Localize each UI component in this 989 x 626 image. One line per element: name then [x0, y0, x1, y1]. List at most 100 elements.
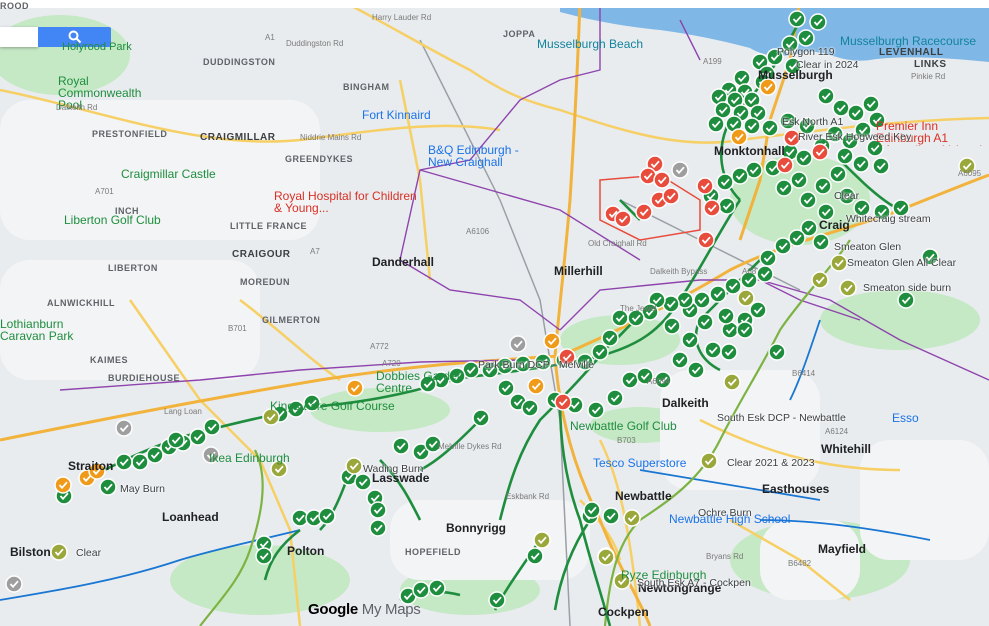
- map-marker-lime[interactable]: [613, 572, 631, 590]
- map-marker-green[interactable]: [740, 271, 758, 289]
- map-marker-green[interactable]: [131, 453, 149, 471]
- map-marker-green[interactable]: [847, 104, 865, 122]
- map-marker-green[interactable]: [576, 353, 594, 371]
- map-marker-green[interactable]: [720, 343, 738, 361]
- map-marker-lime[interactable]: [723, 373, 741, 391]
- map-marker-green[interactable]: [611, 309, 629, 327]
- map-marker-orange[interactable]: [88, 462, 106, 480]
- map-marker-red[interactable]: [697, 231, 715, 249]
- map-marker-green[interactable]: [601, 329, 619, 347]
- map-marker-red[interactable]: [703, 199, 721, 217]
- map-marker-red[interactable]: [554, 393, 572, 411]
- map-marker-grey[interactable]: [509, 335, 527, 353]
- map-marker-green[interactable]: [488, 591, 506, 609]
- map-marker-green[interactable]: [829, 165, 847, 183]
- map-marker-green[interactable]: [766, 48, 784, 66]
- map-marker-red[interactable]: [696, 177, 714, 195]
- map-marker-grey[interactable]: [671, 161, 689, 179]
- map-marker-lime[interactable]: [345, 457, 363, 475]
- map-marker-green[interactable]: [897, 291, 915, 309]
- map-marker-red[interactable]: [811, 143, 829, 161]
- map-marker-green[interactable]: [627, 309, 645, 327]
- map-marker-green[interactable]: [707, 115, 725, 133]
- map-marker-green[interactable]: [514, 355, 532, 373]
- map-marker-lime[interactable]: [811, 271, 829, 289]
- map-marker-green[interactable]: [781, 35, 799, 53]
- map-marker-green[interactable]: [872, 157, 890, 175]
- map-marker-green[interactable]: [521, 399, 539, 417]
- map-marker-red[interactable]: [614, 210, 632, 228]
- map-marker-green[interactable]: [797, 29, 815, 47]
- map-marker-green[interactable]: [693, 291, 711, 309]
- map-marker-grey[interactable]: [115, 419, 133, 437]
- map-marker-green[interactable]: [526, 547, 544, 565]
- map-marker-green[interactable]: [759, 249, 777, 267]
- map-marker-green[interactable]: [814, 177, 832, 195]
- map-marker-green[interactable]: [696, 313, 714, 331]
- map-marker-green[interactable]: [836, 147, 854, 165]
- map-marker-green[interactable]: [428, 579, 446, 597]
- map-marker-green[interactable]: [115, 453, 133, 471]
- map-marker-red[interactable]: [653, 171, 671, 189]
- map-marker-red[interactable]: [635, 203, 653, 221]
- map-marker-lime[interactable]: [839, 279, 857, 297]
- map-marker-green[interactable]: [724, 277, 742, 295]
- map-marker-green[interactable]: [854, 121, 872, 139]
- map-marker-green[interactable]: [203, 418, 221, 436]
- map-marker-green[interactable]: [736, 321, 754, 339]
- map-marker-orange[interactable]: [730, 128, 748, 146]
- map-marker-lime[interactable]: [737, 289, 755, 307]
- map-marker-green[interactable]: [756, 265, 774, 283]
- map-marker-green[interactable]: [167, 431, 185, 449]
- map-marker-green[interactable]: [497, 379, 515, 397]
- map-marker-green[interactable]: [419, 375, 437, 393]
- map-marker-green[interactable]: [749, 301, 767, 319]
- map-marker-green[interactable]: [798, 117, 816, 135]
- map-marker-orange[interactable]: [54, 476, 72, 494]
- map-marker-lime[interactable]: [700, 452, 718, 470]
- map-marker-green[interactable]: [852, 155, 870, 173]
- map-marker-green[interactable]: [399, 587, 417, 605]
- map-marker-green[interactable]: [784, 57, 802, 75]
- map-marker-green[interactable]: [733, 69, 751, 87]
- map-marker-green[interactable]: [676, 291, 694, 309]
- map-marker-green[interactable]: [318, 507, 336, 525]
- map-marker-green[interactable]: [354, 473, 372, 491]
- map-marker-green[interactable]: [534, 353, 552, 371]
- map-marker-orange[interactable]: [543, 332, 561, 350]
- map-marker-green[interactable]: [853, 199, 871, 217]
- map-marker-green[interactable]: [591, 343, 609, 361]
- map-marker-green[interactable]: [714, 101, 732, 119]
- map-marker-green[interactable]: [587, 401, 605, 419]
- map-marker-green[interactable]: [775, 179, 793, 197]
- map-marker-green[interactable]: [717, 307, 735, 325]
- map-marker-red[interactable]: [662, 187, 680, 205]
- map-marker-green[interactable]: [369, 501, 387, 519]
- map-marker-green[interactable]: [681, 331, 699, 349]
- map-marker-green[interactable]: [731, 167, 749, 185]
- map-marker-red[interactable]: [783, 129, 801, 147]
- map-marker-green[interactable]: [146, 446, 164, 464]
- map-marker-lime[interactable]: [262, 408, 280, 426]
- map-marker-green[interactable]: [718, 197, 736, 215]
- map-marker-grey[interactable]: [5, 575, 23, 593]
- map-marker-green[interactable]: [892, 199, 910, 217]
- map-marker-green[interactable]: [606, 389, 624, 407]
- map-marker-green[interactable]: [779, 112, 797, 130]
- map-marker-green[interactable]: [774, 237, 792, 255]
- map-marker-lime[interactable]: [270, 460, 288, 478]
- map-marker-green[interactable]: [472, 409, 490, 427]
- map-marker-lime[interactable]: [830, 254, 848, 272]
- map-marker-green[interactable]: [412, 443, 430, 461]
- map-marker-green[interactable]: [832, 99, 850, 117]
- map-marker-green[interactable]: [662, 295, 680, 313]
- map-marker-green[interactable]: [392, 437, 410, 455]
- map-marker-green[interactable]: [636, 367, 654, 385]
- map-marker-green[interactable]: [795, 149, 813, 167]
- map-marker-green[interactable]: [873, 203, 891, 221]
- map-marker-green[interactable]: [462, 361, 480, 379]
- map-marker-lime[interactable]: [623, 509, 641, 527]
- map-marker-orange[interactable]: [759, 78, 777, 96]
- map-marker-green[interactable]: [838, 187, 856, 205]
